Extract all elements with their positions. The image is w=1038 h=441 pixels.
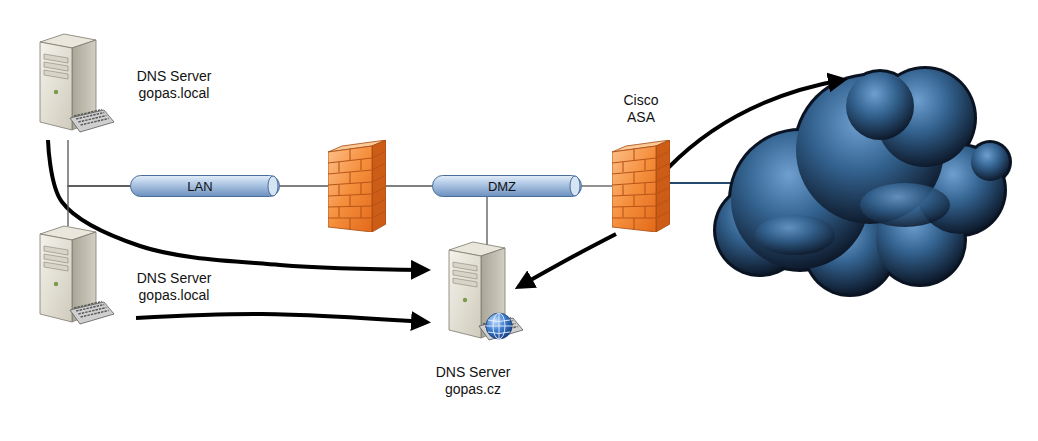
server-node: DNS Server gopas.local bbox=[28, 30, 112, 140]
network-wire bbox=[68, 140, 130, 186]
flow-arrow bbox=[136, 314, 425, 322]
network-wire bbox=[68, 186, 130, 226]
network-segment: DMZ bbox=[432, 175, 582, 197]
server-node: DNS Server gopas.local bbox=[28, 222, 112, 327]
segment-label: DMZ bbox=[432, 175, 572, 197]
internet-cloud bbox=[713, 66, 1012, 297]
firewall-symbol bbox=[612, 140, 670, 232]
flow-arrow bbox=[48, 140, 425, 270]
flow-arrow bbox=[520, 234, 616, 286]
network-wire bbox=[582, 185, 614, 186]
server-icon bbox=[28, 222, 112, 327]
server-node: DNS Server gopas.cz bbox=[425, 238, 520, 338]
device-label: Cisco ASA bbox=[613, 92, 669, 126]
server-label: DNS Server gopas.cz bbox=[423, 364, 523, 398]
firewall-symbol bbox=[328, 140, 386, 232]
segment-label: LAN bbox=[130, 175, 270, 197]
wire bbox=[280, 185, 330, 186]
server-label: DNS Server gopas.local bbox=[128, 68, 220, 102]
server-icon bbox=[425, 238, 520, 338]
server-label: DNS Server gopas.local bbox=[128, 270, 220, 304]
network-wire bbox=[486, 197, 487, 246]
uplink-wire bbox=[670, 182, 740, 184]
wire bbox=[384, 185, 432, 186]
server-icon bbox=[28, 30, 112, 140]
flow-arrow bbox=[668, 80, 842, 168]
network-segment: LAN bbox=[130, 175, 280, 197]
firewall-node: Cisco ASA bbox=[612, 140, 670, 232]
